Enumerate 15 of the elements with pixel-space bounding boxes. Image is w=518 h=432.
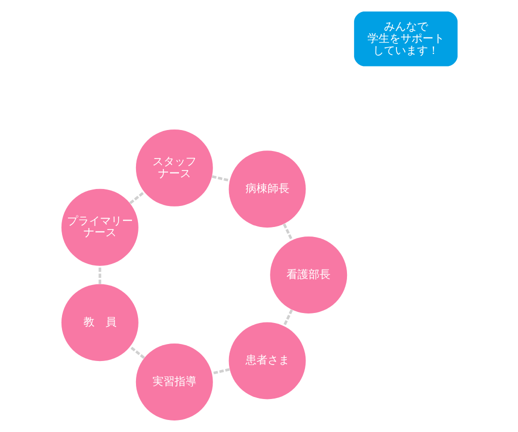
node-circle: 患者さま: [228, 322, 306, 400]
connector: [128, 191, 144, 204]
node-circle: 看護部長: [270, 236, 347, 314]
node-circle: 病棟師長: [228, 150, 306, 228]
connector: [211, 368, 230, 375]
node-circle: 実習指導: [135, 344, 212, 420]
node-box: みんなで学生をサポートしています！: [354, 12, 458, 66]
node-circle: プライマリーナース: [60, 188, 138, 266]
connector: [282, 224, 292, 241]
node-circle: 教 員: [60, 284, 138, 362]
connector: [282, 309, 292, 326]
connector: [128, 346, 144, 359]
connector: [211, 175, 230, 182]
node-circle: スタッフナース: [135, 129, 212, 206]
connector: [98, 266, 101, 284]
